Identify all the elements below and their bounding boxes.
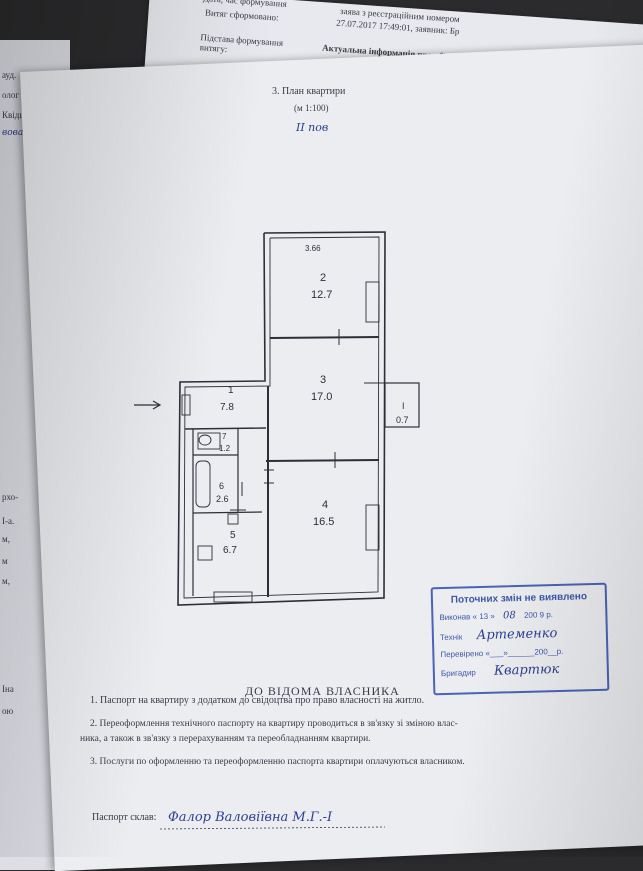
plan-inner-shell [183,236,380,599]
stamp-executed-year: 200 9 р. [523,610,554,620]
room-6-number: 6 [219,481,224,491]
left-doc-line: рхо- [2,492,19,502]
left-doc-line: м, [2,534,10,544]
room-4-area: 16.5 [313,516,334,528]
room-5-area: 6.7 [223,545,237,556]
left-doc-line: Іна [2,684,14,694]
room-7-area: 1.2 [219,444,231,453]
notice-item-3: 3. Послуги по оформленню та переоформлен… [90,757,465,767]
left-doc-line: ауд. [2,70,17,80]
notice-list: 1. Паспорт на квартиру з додатком до сві… [80,695,600,780]
stamp-executed-label: Виконав « 13 » [439,611,495,623]
stamp-title: Поточних змін не виявлено [450,591,588,606]
stamp-brigadier-name: Квартюк [493,661,560,679]
room-1-number: 1 [228,385,234,396]
stamp-brigadier-label: Бригадир [440,668,476,679]
left-doc-line: м [2,556,8,566]
inspection-stamp: Поточних змін не виявлено Виконав « 13 »… [430,582,610,696]
room-6-area: 2.6 [216,494,229,504]
left-doc-line: І-а. [2,516,15,526]
left-doc-line: вова [2,128,24,138]
top-dimension: 3.66 [305,244,321,253]
room-2-number: 2 [320,272,326,284]
room-3-number: 3 [320,374,326,386]
floor-note: ІІ пов [296,121,329,134]
stamp-technician-name: Артеменко [476,626,558,644]
room-7-number: 7 [222,432,227,441]
signature-underline [160,826,386,830]
plan-outer-wall [177,231,386,606]
left-doc-line: олог ін- [2,90,32,100]
stamp-executed-row: Виконав « 13 » 08 200 9 р. [439,608,605,623]
room-5-number: 5 [230,530,236,541]
left-doc-line: Квідці- [2,110,30,120]
plan-heading: 3. План квартири [272,86,346,97]
stamp-executed-month: 08 [502,610,516,622]
notice-item-2-cont: ника, а також в зв'язку з перерахуванням… [80,734,371,744]
stamp-checked-row: Перевірено «___»______200__р. [440,646,564,660]
composed-label: Паспорт склав: [92,812,157,823]
stamp-brigadier-row: Бригадир Квартюк [441,661,607,680]
stamp-technician-label: Технік [439,632,463,643]
left-doc-line: м, [2,576,10,586]
room-3-area: 17.0 [311,391,332,403]
room-2-area: 12.7 [311,289,332,301]
room-I-number: І [402,401,405,411]
left-doc-line: ою [2,706,14,716]
notice-item-2: 2. Переоформлення технічного паспорту на… [90,719,458,729]
notice-heading: ДО ВІДОМА ВЛАСНИКА [245,684,400,698]
room-1-area: 7.8 [220,402,234,413]
composed-by-signature: Фалор Валовіївна М.Г.-І [168,810,333,825]
plan-scale: (м 1:100) [294,103,329,113]
stamp-technician-row: Технік Артеменко [440,625,606,644]
room-I-area: 0.7 [396,415,409,425]
notice-item-1: 1. Паспорт на квартиру з додатком до сві… [90,695,425,706]
room-4-number: 4 [322,499,328,511]
